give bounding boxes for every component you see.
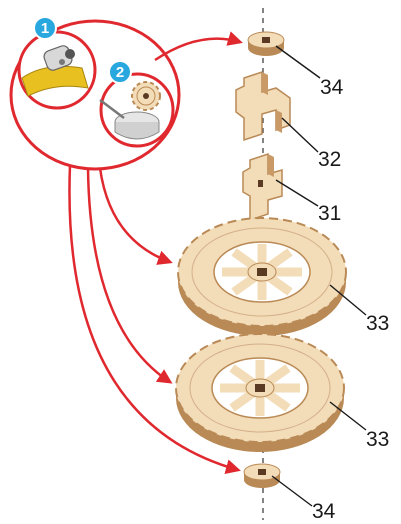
arrow-to-gear-top: [100, 168, 170, 262]
glue-steps-group: 1 2: [11, 17, 179, 169]
connector-small: [243, 154, 282, 220]
step-2-number: 2: [116, 64, 124, 81]
leader-connector-large: [282, 118, 318, 152]
gear-top: [178, 218, 346, 336]
label-gear-bottom: 33: [366, 428, 389, 451]
glue-tube-icon: [19, 32, 95, 108]
gear-bottom: [176, 334, 344, 452]
label-washer-top: 34: [320, 76, 344, 99]
label-connector-small: 31: [318, 202, 341, 225]
washer-bottom: [244, 464, 280, 488]
leader-washer-top: [276, 46, 320, 78]
label-gear-top: 33: [366, 312, 389, 335]
step-2-badge: 2: [109, 61, 131, 83]
label-connector-large: 32: [318, 148, 341, 171]
washer-top: [248, 32, 284, 56]
leader-washer-bottom: [272, 476, 312, 506]
arrow-to-gear-bottom: [88, 168, 170, 382]
label-washer-bottom: 34: [312, 500, 336, 523]
gear-in-glue-cup-icon: [100, 74, 173, 146]
step-1-number: 1: [41, 20, 49, 37]
step-1-badge: 1: [34, 17, 56, 39]
